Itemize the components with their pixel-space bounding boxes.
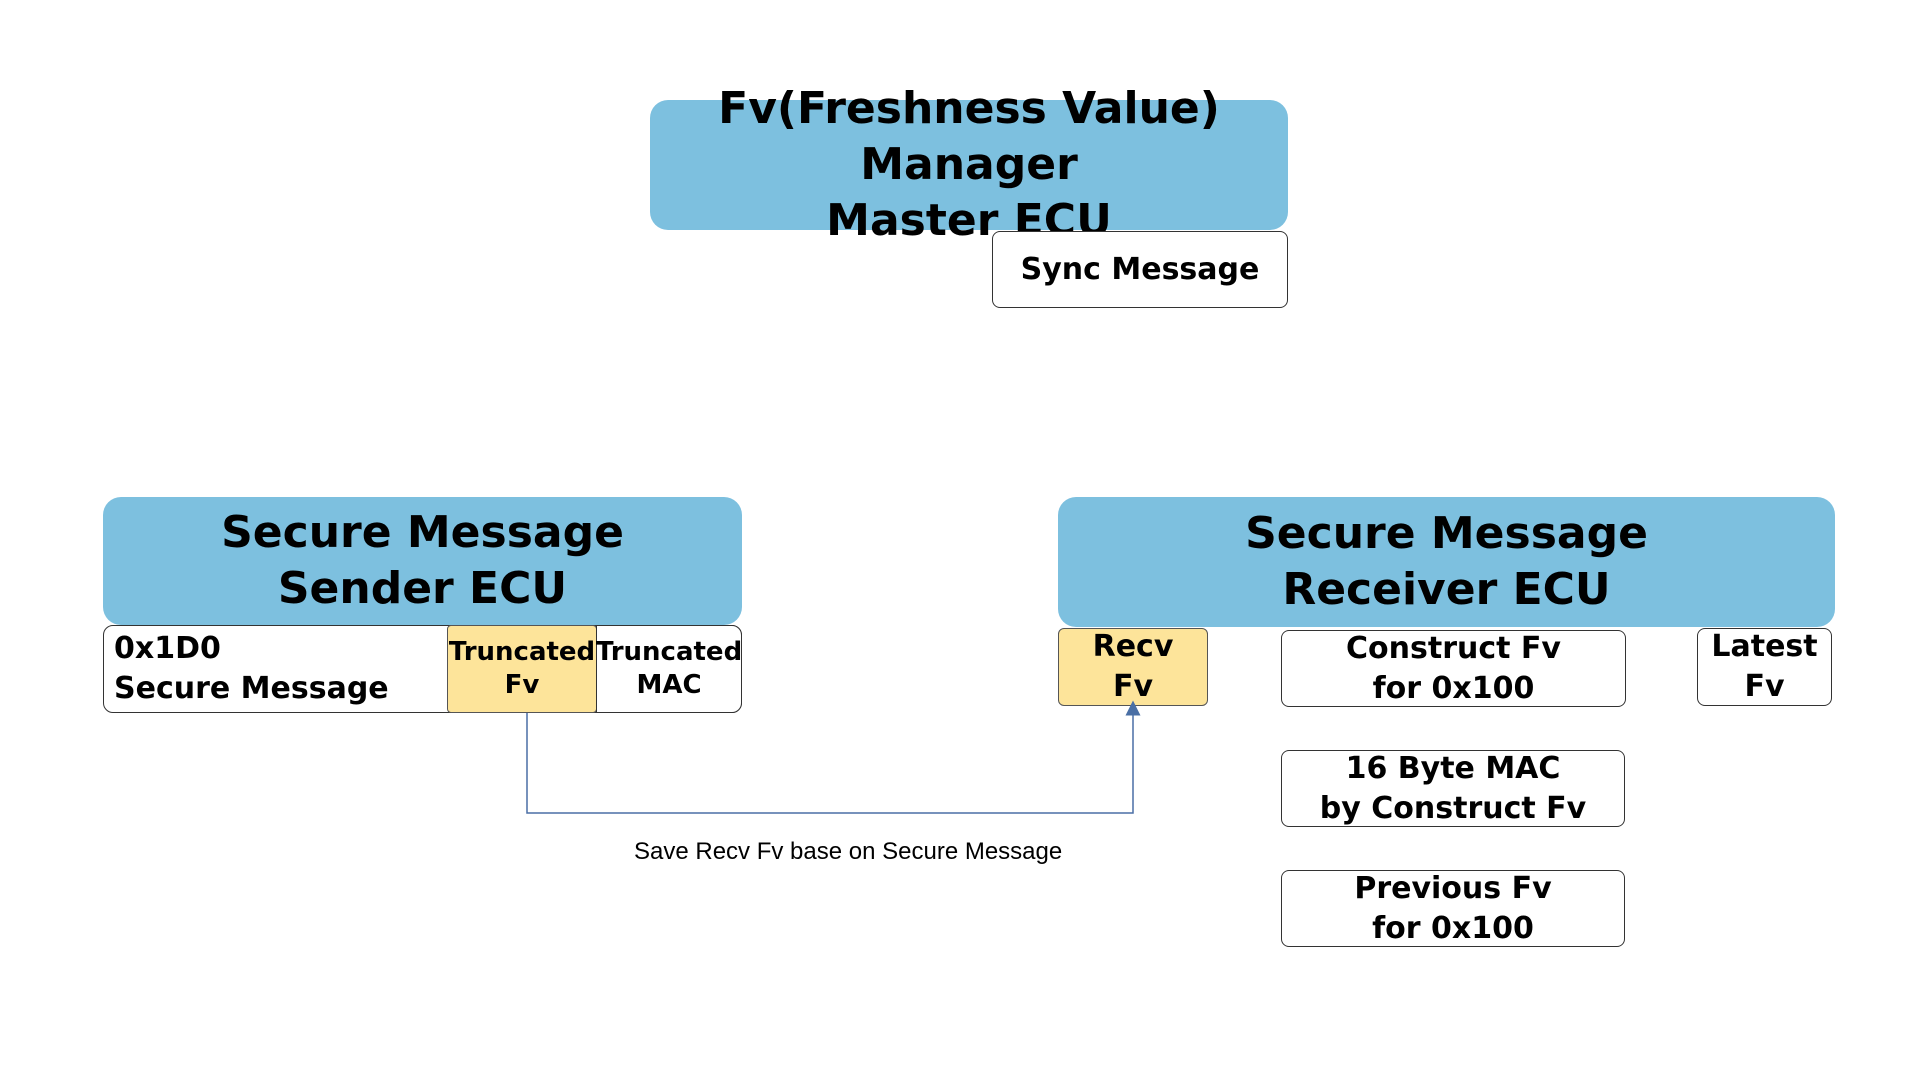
- sender-ecu-header: Secure Message Sender ECU: [103, 497, 742, 625]
- latest-fv-box: Latest Fv: [1697, 628, 1832, 706]
- previous-fv-box: Previous Fv for 0x100: [1281, 870, 1625, 947]
- construct-fv-box: Construct Fv for 0x100: [1281, 630, 1626, 707]
- sync-message-box: Sync Message: [992, 231, 1288, 308]
- connector-line: [526, 700, 1141, 814]
- connector-caption: Save Recv Fv base on Secure Message: [634, 838, 1063, 865]
- truncated-mac-box: Truncated MAC: [596, 625, 742, 713]
- receiver-ecu-header: Secure Message Receiver ECU: [1058, 497, 1835, 627]
- recv-fv-box: Recv Fv: [1058, 628, 1208, 706]
- mac-box: 16 Byte MAC by Construct Fv: [1281, 750, 1625, 827]
